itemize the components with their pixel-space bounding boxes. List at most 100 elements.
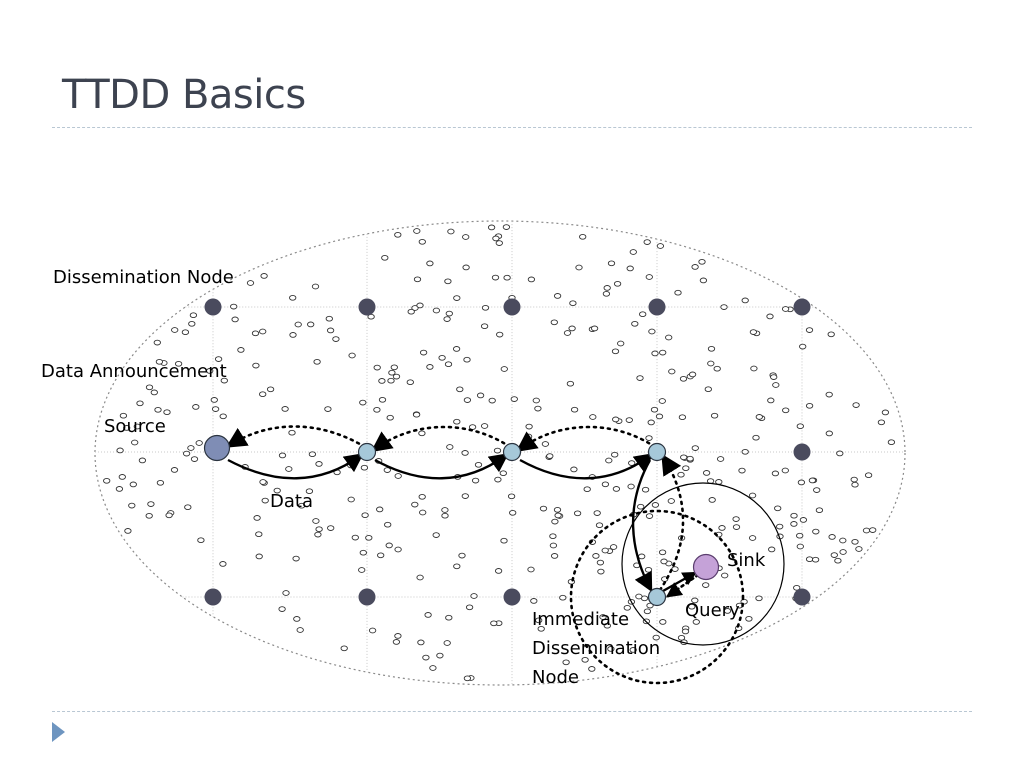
sensor-node [643, 608, 652, 615]
sensor-node [738, 467, 746, 474]
sensor-node [348, 352, 356, 359]
sensor-node [118, 474, 126, 480]
data-arrow-3 [519, 453, 654, 480]
sensor-node [488, 397, 496, 404]
label-sink: Sink [727, 550, 766, 571]
sensor-node [441, 512, 449, 519]
sensor-node [527, 566, 535, 573]
sensor-node [296, 627, 304, 633]
sink-range-circle [621, 482, 785, 646]
sensor-node [559, 594, 567, 601]
path-node-2 [502, 442, 522, 462]
sink-node [692, 553, 720, 581]
sensor-node [282, 590, 290, 596]
dissemination-node [358, 588, 376, 606]
sensor-node [668, 368, 676, 375]
sensor-node [534, 405, 542, 412]
sensor-node [796, 543, 804, 550]
sensor-node [766, 313, 774, 320]
sensor-node [361, 512, 369, 519]
label-query: Query [685, 600, 740, 621]
sensor-node [645, 274, 653, 280]
sensor-node [641, 486, 650, 493]
sensor-node [413, 228, 421, 234]
sensor-node [510, 396, 518, 402]
sensor-node [674, 289, 682, 296]
sensor-node [855, 546, 863, 552]
sensor-node [658, 549, 667, 556]
sensor-node [679, 375, 688, 382]
sensor-node [255, 531, 263, 538]
sensor-node [492, 235, 500, 242]
sensor-node [187, 445, 195, 451]
sensor-node [811, 556, 820, 563]
sensor-node [230, 303, 238, 310]
data-arrow-2 [374, 453, 509, 480]
sensor-node [637, 577, 645, 584]
sensor-node [781, 467, 789, 474]
sensor-node [549, 542, 558, 549]
sensor-node [128, 502, 136, 509]
sensor-node [394, 473, 402, 479]
sensor-node [476, 392, 485, 399]
sensor-node [790, 521, 798, 527]
sensor-node [799, 343, 807, 350]
sensor-node [115, 486, 124, 492]
sensor-node [377, 552, 385, 559]
sensor-node [463, 675, 472, 682]
sensor-node [546, 453, 554, 459]
sensor-node [553, 293, 562, 299]
sensor-node [677, 471, 685, 478]
query-flooding-circle [569, 509, 745, 685]
sensor-node [776, 523, 784, 530]
sensor-node [297, 502, 306, 509]
sensor-node [749, 329, 758, 335]
sensor-node [385, 542, 393, 549]
sensor-node [261, 497, 269, 504]
sensor-node [407, 308, 415, 315]
sensor-node [368, 627, 377, 634]
sensor-node [796, 532, 804, 539]
sensor-node [691, 264, 699, 270]
sensor-node [702, 470, 711, 476]
sensor-node [195, 440, 203, 446]
sensor-node [830, 552, 838, 558]
sensor-node [688, 603, 696, 610]
path-node-3 [647, 442, 667, 462]
sensor-node [359, 549, 367, 556]
sensor-node [255, 553, 263, 560]
sensor-node [500, 537, 508, 544]
sensor-node [583, 486, 591, 493]
sensor-node [129, 481, 137, 488]
sensor-node [702, 582, 710, 588]
sensor-node [707, 345, 716, 352]
sensor-node [605, 457, 613, 464]
sensor-node [499, 470, 507, 477]
sensor-node [259, 328, 267, 335]
sensor-node [581, 656, 589, 663]
sensor-node [406, 379, 414, 386]
sensor-node [539, 505, 548, 512]
sensor-node [314, 531, 322, 538]
sensor-node [851, 481, 859, 488]
sensor-node [741, 297, 749, 304]
sensor-node [852, 402, 860, 408]
sensor-node [165, 512, 173, 519]
sensor-node [509, 509, 517, 516]
sensor-node [645, 435, 653, 441]
sensor-node [599, 614, 607, 620]
sensor-node [150, 389, 158, 396]
sensor-node [332, 336, 340, 342]
sensor-node [313, 358, 321, 365]
sensor-node [324, 406, 332, 412]
sensor-node [570, 406, 579, 413]
sensor-node [418, 493, 426, 500]
sensor-node [387, 377, 395, 384]
sensor-node [603, 285, 611, 291]
sensor-node [805, 402, 814, 409]
sensor-node [635, 593, 643, 600]
sensor-node [665, 334, 673, 341]
sensor-node [495, 240, 503, 246]
sensor-node [327, 525, 335, 531]
sensor-node [553, 506, 562, 513]
